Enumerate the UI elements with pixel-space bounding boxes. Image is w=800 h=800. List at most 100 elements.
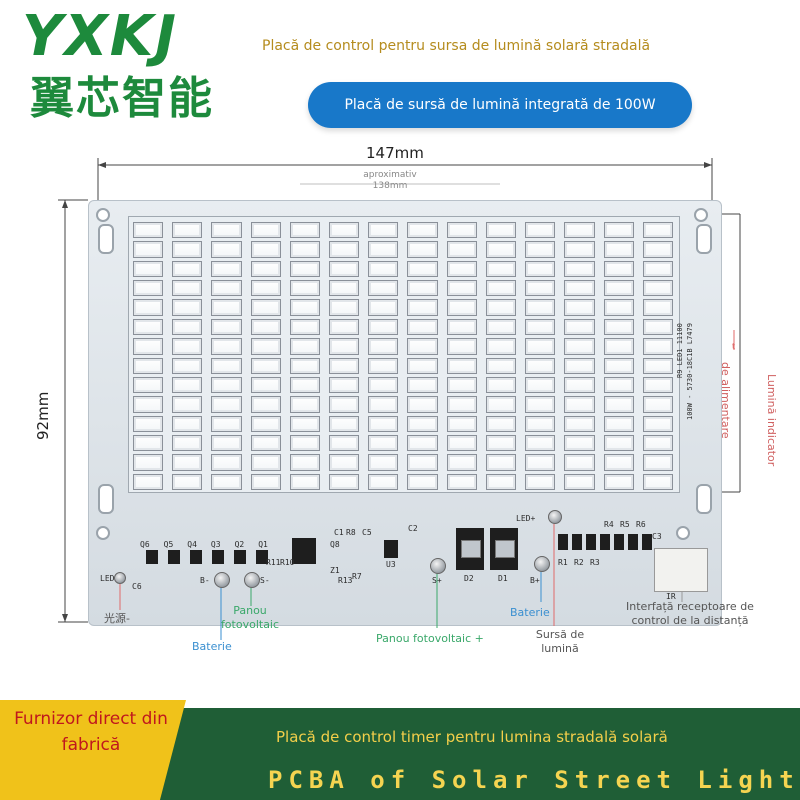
- transistor-q3: [212, 550, 224, 564]
- resistor: [586, 534, 596, 550]
- smd-led: [603, 396, 634, 413]
- smd-led: [172, 299, 203, 316]
- smd-led: [525, 415, 556, 432]
- c1-label: C1: [334, 528, 344, 537]
- smd-led: [603, 454, 634, 471]
- smd-led: [603, 299, 634, 316]
- r6-label: R6: [636, 520, 646, 529]
- transistor-q5: [168, 550, 180, 564]
- smd-led: [642, 222, 673, 239]
- smd-led: [446, 241, 477, 258]
- mounting-slot: [696, 484, 712, 514]
- smd-led: [407, 357, 438, 374]
- smd-led: [289, 222, 321, 239]
- smd-led: [407, 299, 438, 316]
- smd-led: [289, 241, 321, 258]
- mounting-hole: [96, 526, 110, 540]
- smd-led: [564, 376, 595, 394]
- smd-led: [368, 338, 399, 355]
- smd-led: [172, 318, 203, 336]
- smd-led: [446, 299, 477, 316]
- smd-led: [211, 376, 242, 394]
- smd-led: [407, 338, 438, 355]
- power-indicator-label: de alimentare: [719, 362, 732, 439]
- smd-led: [485, 454, 517, 471]
- resistor-row: [558, 534, 652, 550]
- smd-led: [329, 454, 360, 471]
- smd-led: [603, 415, 634, 432]
- smd-led: [485, 241, 517, 258]
- smd-led: [172, 338, 203, 355]
- smd-led: [289, 396, 321, 413]
- smd-led: [329, 318, 360, 336]
- smd-led: [329, 260, 360, 278]
- mounting-slot: [696, 224, 712, 254]
- smd-led: [642, 318, 673, 336]
- smd-led: [407, 396, 438, 413]
- smd-led: [368, 473, 399, 490]
- smd-led: [172, 434, 203, 452]
- smd-led: [329, 357, 360, 374]
- smd-led: [250, 376, 281, 394]
- c6-label: C6: [132, 582, 142, 591]
- smd-led: [250, 280, 281, 297]
- smd-led: [211, 473, 242, 490]
- smd-led: [446, 318, 477, 336]
- smd-led: [564, 357, 595, 374]
- smd-led: [172, 357, 203, 374]
- red-marker-text: t: [732, 342, 736, 351]
- c2-label: C2: [408, 524, 418, 533]
- r1-label: R1: [558, 558, 568, 567]
- smd-led: [642, 338, 673, 355]
- smd-led: [133, 260, 164, 278]
- smd-led: [289, 454, 321, 471]
- smd-led: [446, 280, 477, 297]
- remote-receiver-interface-label: Interfață receptoare de control de la di…: [626, 600, 754, 627]
- smd-led: [211, 241, 242, 258]
- smd-led: [525, 241, 556, 258]
- light-source-label: Sursă de lumină: [535, 628, 585, 655]
- d2-label: D2: [464, 574, 474, 583]
- smd-led: [250, 454, 281, 471]
- smd-led: [446, 454, 477, 471]
- smd-led: [368, 357, 399, 374]
- brand-logo-latin: YXKJ: [22, 4, 178, 69]
- smd-led: [172, 415, 203, 432]
- smd-led: [133, 454, 164, 471]
- smd-led: [289, 357, 321, 374]
- c5-label: C5: [362, 528, 372, 537]
- resistor: [572, 534, 582, 550]
- u3-label: U3: [386, 560, 396, 569]
- smd-led: [642, 473, 673, 490]
- product-title-pill: Placă de sursă de lumină integrată de 10…: [308, 82, 692, 128]
- c3-label: C3: [652, 532, 662, 541]
- smd-led: [133, 415, 164, 432]
- smd-led: [329, 280, 360, 297]
- footer-subtitle: Placă de control timer pentru lumina str…: [276, 728, 668, 746]
- smd-led: [603, 222, 634, 239]
- smd-led: [289, 434, 321, 452]
- battery-label-2: Baterie: [510, 606, 550, 619]
- smd-led: [564, 241, 595, 258]
- solder-s-plus: [430, 558, 446, 574]
- r2-label: R2: [574, 558, 584, 567]
- smd-led: [407, 222, 438, 239]
- smd-led: [485, 299, 517, 316]
- resistor: [642, 534, 652, 550]
- smd-led: [446, 415, 477, 432]
- resistor: [614, 534, 624, 550]
- product-title-text: Placă de sursă de lumină integrată de 10…: [344, 97, 656, 113]
- smd-led: [485, 415, 517, 432]
- r5-label: R5: [620, 520, 630, 529]
- battery-label-1: Baterie: [192, 640, 232, 653]
- smd-led: [211, 260, 242, 278]
- r11-label: R11: [266, 558, 281, 567]
- smd-led: [525, 222, 556, 239]
- transistor-label: Q6: [140, 540, 150, 549]
- smd-led: [603, 473, 634, 490]
- smd-led: [564, 338, 595, 355]
- photovoltaic-panel-label-1: Panou fotovoltaic: [220, 604, 280, 631]
- q8-label: Q8: [330, 540, 340, 549]
- approx-word: aproximativ: [363, 170, 417, 180]
